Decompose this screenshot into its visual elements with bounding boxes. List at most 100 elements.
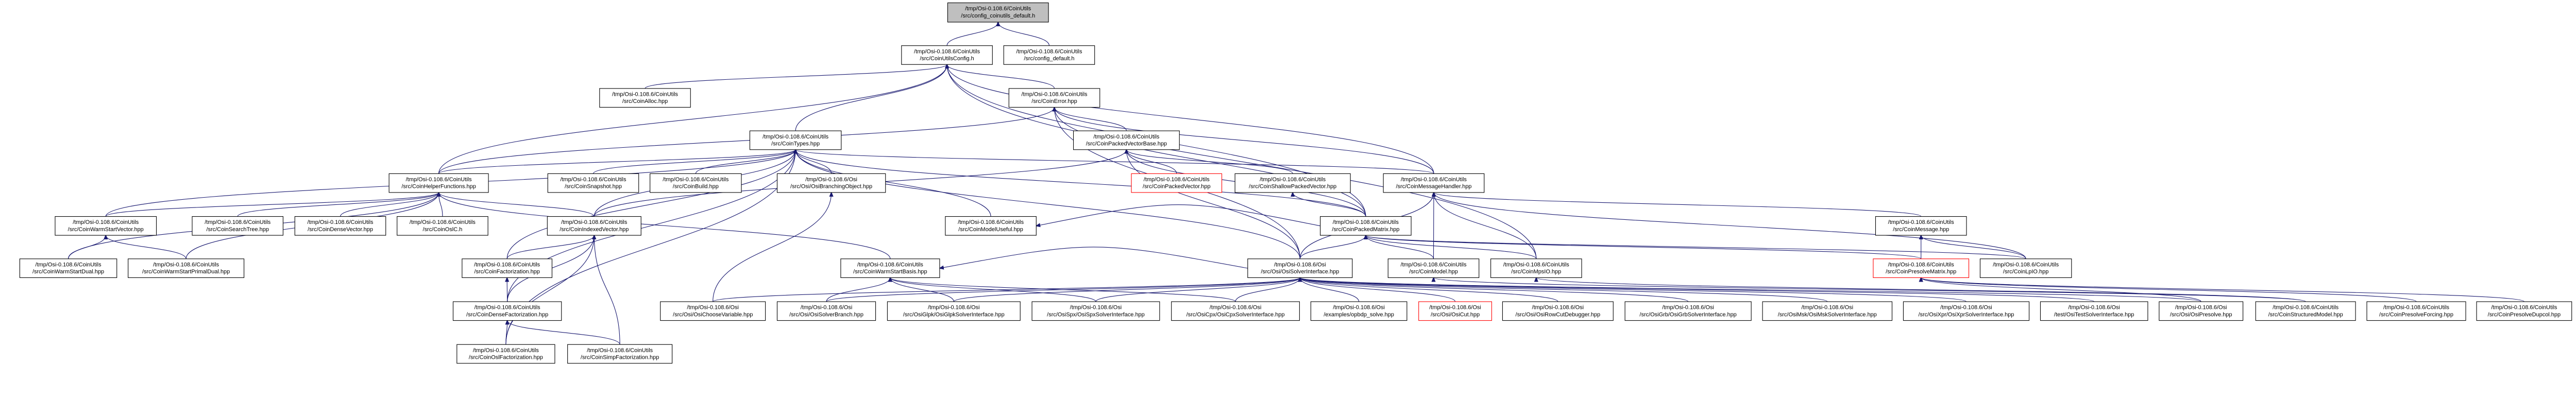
edge-error-to-cuconfig (947, 64, 1055, 89)
edge-pvb-to-error (1055, 107, 1127, 131)
node-label-path: /tmp/Osi-0.108.6/CoinUtils (308, 219, 374, 225)
edge-glpk-to-osi (953, 277, 1300, 302)
node-label-path: /tmp/Osi-0.108.6/CoinUtils (1093, 134, 1160, 140)
node-alloc[interactable]: /tmp/Osi-0.108.6/CoinUtils/src/CoinAlloc… (599, 88, 691, 108)
node-label-file: /src/CoinHelperFunctions.hpp (401, 184, 476, 190)
node-box (947, 2, 1049, 23)
node-msghandler[interactable]: /tmp/Osi-0.108.6/CoinUtils/src/CoinMessa… (1383, 173, 1485, 193)
node-densevec[interactable]: /tmp/Osi-0.108.6/CoinUtils/src/CoinDense… (294, 216, 386, 236)
node-types[interactable]: /tmp/Osi-0.108.6/CoinUtils/src/CoinTypes… (749, 130, 842, 150)
node-label-file: /src/CoinWarmStartPrimalDual.hpp (142, 269, 230, 275)
node-label-path: /tmp/Osi-0.108.6/CoinUtils (1888, 219, 1955, 225)
node-label-path: /tmp/Osi-0.108.6/CoinUtils (2491, 305, 2557, 311)
node-presolvematrix[interactable]: /tmp/Osi-0.108.6/CoinUtils/src/CoinPreso… (1873, 258, 1970, 278)
node-structured[interactable]: /tmp/Osi-0.108.6/CoinUtils/src/CoinStruc… (2255, 301, 2356, 321)
node-simpfact[interactable]: /tmp/Osi-0.108.6/CoinUtils/src/CoinSimpF… (567, 344, 673, 364)
node-forcing[interactable]: /tmp/Osi-0.108.6/CoinUtils/src/CoinPreso… (2366, 301, 2466, 321)
node-box (55, 216, 157, 236)
edges-layer (68, 22, 2524, 345)
edge-xpr-to-osi (1300, 277, 1967, 302)
node-label-path: /tmp/Osi-0.108.6/CoinUtils (663, 177, 729, 183)
node-helper[interactable]: /tmp/Osi-0.108.6/CoinUtils/src/CoinHelpe… (388, 173, 489, 193)
node-error[interactable]: /tmp/Osi-0.108.6/CoinUtils/src/CoinError… (1008, 88, 1100, 108)
node-label-path: /tmp/Osi-0.108.6/Osi (801, 305, 853, 311)
node-label-path: /tmp/Osi-0.108.6/CoinUtils (1333, 219, 1399, 225)
node-searchtree[interactable]: /tmp/Osi-0.108.6/CoinUtils/src/CoinSearc… (192, 216, 284, 236)
node-label-path: /tmp/Osi-0.108.6/CoinUtils (1260, 177, 1326, 183)
node-densefact[interactable]: /tmp/Osi-0.108.6/CoinUtils/src/CoinDense… (452, 301, 562, 321)
node-label-path: /tmp/Osi-0.108.6/CoinUtils (2273, 305, 2339, 311)
node-wsbasis[interactable]: /tmp/Osi-0.108.6/CoinUtils/src/CoinWarmS… (840, 258, 940, 278)
node-choosevar[interactable]: /tmp/Osi-0.108.6/Osi/src/Osi/OsiChooseVa… (660, 301, 766, 321)
node-label-file: /src/CoinSearchTree.hpp (206, 226, 269, 233)
node-box (462, 258, 553, 278)
node-lpio[interactable]: /tmp/Osi-0.108.6/CoinUtils/src/CoinLpIO.… (1979, 258, 2072, 278)
node-cuconfig[interactable]: /tmp/Osi-0.108.6/CoinUtils/src/CoinUtils… (901, 45, 993, 65)
node-cut[interactable]: /tmp/Osi-0.108.6/Osi/src/Osi/OsiCut.hpp (1418, 301, 1492, 321)
node-oslfact[interactable]: /tmp/Osi-0.108.6/CoinUtils/src/CoinOslFa… (456, 344, 555, 364)
edge-glpk-to-wsbasis (890, 277, 954, 302)
node-wsv[interactable]: /tmp/Osi-0.108.6/CoinUtils/src/CoinWarmS… (55, 216, 157, 236)
node-label-file: /src/CoinPackedMatrix.hpp (1332, 226, 1399, 233)
node-cfgdef[interactable]: /tmp/Osi-0.108.6/CoinUtils/src/config_de… (1003, 45, 1095, 65)
node-label-file: /test/OsiTestSolverInterface.hpp (2054, 311, 2134, 318)
node-grb[interactable]: /tmp/Osi-0.108.6/Osi/src/OsiGrb/OsiGrbSo… (1624, 301, 1752, 321)
node-label-path: /tmp/Osi-0.108.6/CoinUtils (1503, 261, 1570, 268)
edge-choosevar-to-osi (713, 277, 1300, 302)
edge-lpio-to-message (1921, 235, 2026, 259)
edge-mpsio-to-cuconfig (947, 64, 1537, 259)
node-label-path: /tmp/Osi-0.108.6/CoinUtils (205, 219, 271, 225)
node-modeluseful[interactable]: /tmp/Osi-0.108.6/CoinUtils/src/CoinModel… (945, 216, 1037, 236)
edge-cuconfig-to-cfgcu (946, 22, 998, 46)
edge-oslfact-to-densefact (506, 321, 507, 345)
edge-alloc-to-cuconfig (645, 64, 947, 89)
node-wsdual[interactable]: /tmp/Osi-0.108.6/CoinUtils/src/CoinWarmS… (19, 258, 117, 278)
nodes-layer: /tmp/Osi-0.108.6/CoinUtils/src/config_co… (19, 2, 2572, 364)
node-label-path: /tmp/Osi-0.108.6/CoinUtils (561, 219, 628, 225)
node-build[interactable]: /tmp/Osi-0.108.6/CoinUtils/src/CoinBuild… (650, 173, 742, 193)
node-snapshot[interactable]: /tmp/Osi-0.108.6/CoinUtils/src/CoinSnaps… (547, 173, 639, 193)
node-pvb[interactable]: /tmp/Osi-0.108.6/CoinUtils/src/CoinPacke… (1073, 130, 1180, 150)
node-rowcut[interactable]: /tmp/Osi-0.108.6/Osi/src/Osi/OsiRowCutDe… (1502, 301, 1614, 321)
node-message[interactable]: /tmp/Osi-0.108.6/CoinUtils/src/CoinMessa… (1875, 216, 1967, 236)
node-xpr[interactable]: /tmp/Osi-0.108.6/Osi/src/OsiXpr/OsiXprSo… (1903, 301, 2030, 321)
node-wspd[interactable]: /tmp/Osi-0.108.6/CoinUtils/src/CoinWarmS… (128, 258, 245, 278)
node-box (1383, 173, 1485, 193)
node-box (776, 173, 886, 193)
node-box (2366, 301, 2466, 321)
edge-msghandler-to-types (795, 150, 1434, 174)
node-box (19, 258, 117, 278)
edge-types-to-cuconfig (795, 64, 947, 131)
node-mpsio[interactable]: /tmp/Osi-0.108.6/CoinUtils/src/CoinMpsIO… (1490, 258, 1582, 278)
node-solverbranch[interactable]: /tmp/Osi-0.108.6/Osi/src/Osi/OsiSolverBr… (776, 301, 876, 321)
node-test[interactable]: /tmp/Osi-0.108.6/Osi/test/OsiTestSolverI… (2040, 301, 2148, 321)
node-model[interactable]: /tmp/Osi-0.108.6/CoinUtils/src/CoinModel… (1387, 258, 1480, 278)
node-box (945, 216, 1037, 236)
node-pv[interactable]: /tmp/Osi-0.108.6/CoinUtils/src/CoinPacke… (1131, 173, 1223, 193)
node-spx[interactable]: /tmp/Osi-0.108.6/Osi/src/OsiSpx/OsiSpxSo… (1031, 301, 1160, 321)
node-label-file: /examples/opbdp_solve.hpp (1324, 311, 1394, 318)
node-label-path: /tmp/Osi-0.108.6/Osi (1801, 305, 1853, 311)
node-presolve[interactable]: /tmp/Osi-0.108.6/Osi/src/Osi/OsiPresolve… (2159, 301, 2244, 321)
node-label-file: /src/CoinPackedVectorBase.hpp (1086, 141, 1167, 147)
node-label-path: /tmp/Osi-0.108.6/CoinUtils (1993, 261, 2059, 268)
edge-spx-to-osi (1095, 277, 1300, 302)
node-factorization[interactable]: /tmp/Osi-0.108.6/CoinUtils/src/CoinFacto… (462, 258, 553, 278)
node-dupcol[interactable]: /tmp/Osi-0.108.6/CoinUtils/src/CoinPreso… (2476, 301, 2572, 321)
node-pm[interactable]: /tmp/Osi-0.108.6/CoinUtils/src/CoinPacke… (1320, 216, 1412, 236)
node-branching[interactable]: /tmp/Osi-0.108.6/Osi/src/Osi/OsiBranchin… (776, 173, 886, 193)
node-spv[interactable]: /tmp/Osi-0.108.6/CoinUtils/src/CoinShall… (1234, 173, 1351, 193)
edge-build-to-types (695, 150, 795, 174)
node-msk[interactable]: /tmp/Osi-0.108.6/Osi/src/OsiMsk/OsiMskSo… (1762, 301, 1893, 321)
node-label-file: /src/CoinStructuredModel.hpp (2268, 311, 2343, 318)
edge-oslfact-to-indexed (505, 235, 594, 345)
node-glpk[interactable]: /tmp/Osi-0.108.6/Osi/src/OsiGlpk/OsiGlpk… (887, 301, 1021, 321)
node-opbdp[interactable]: /tmp/Osi-0.108.6/Osi/examples/opbdp_solv… (1310, 301, 1408, 321)
node-box (192, 216, 284, 236)
node-label-file: /src/Osi/OsiRowCutDebugger.hpp (1516, 311, 1601, 318)
node-cpx[interactable]: /tmp/Osi-0.108.6/Osi/src/OsiCpx/OsiCpxSo… (1171, 301, 1300, 321)
node-osi[interactable]: /tmp/Osi-0.108.6/Osi/src/Osi/OsiSolverIn… (1247, 258, 1353, 278)
node-oslc[interactable]: /tmp/Osi-0.108.6/CoinUtils/src/CoinOslC.… (397, 216, 488, 236)
node-label-file: /src/OsiGlpk/OsiGlpkSolverInterface.hpp (903, 311, 1005, 318)
node-indexed[interactable]: /tmp/Osi-0.108.6/CoinUtils/src/CoinIndex… (547, 216, 641, 236)
